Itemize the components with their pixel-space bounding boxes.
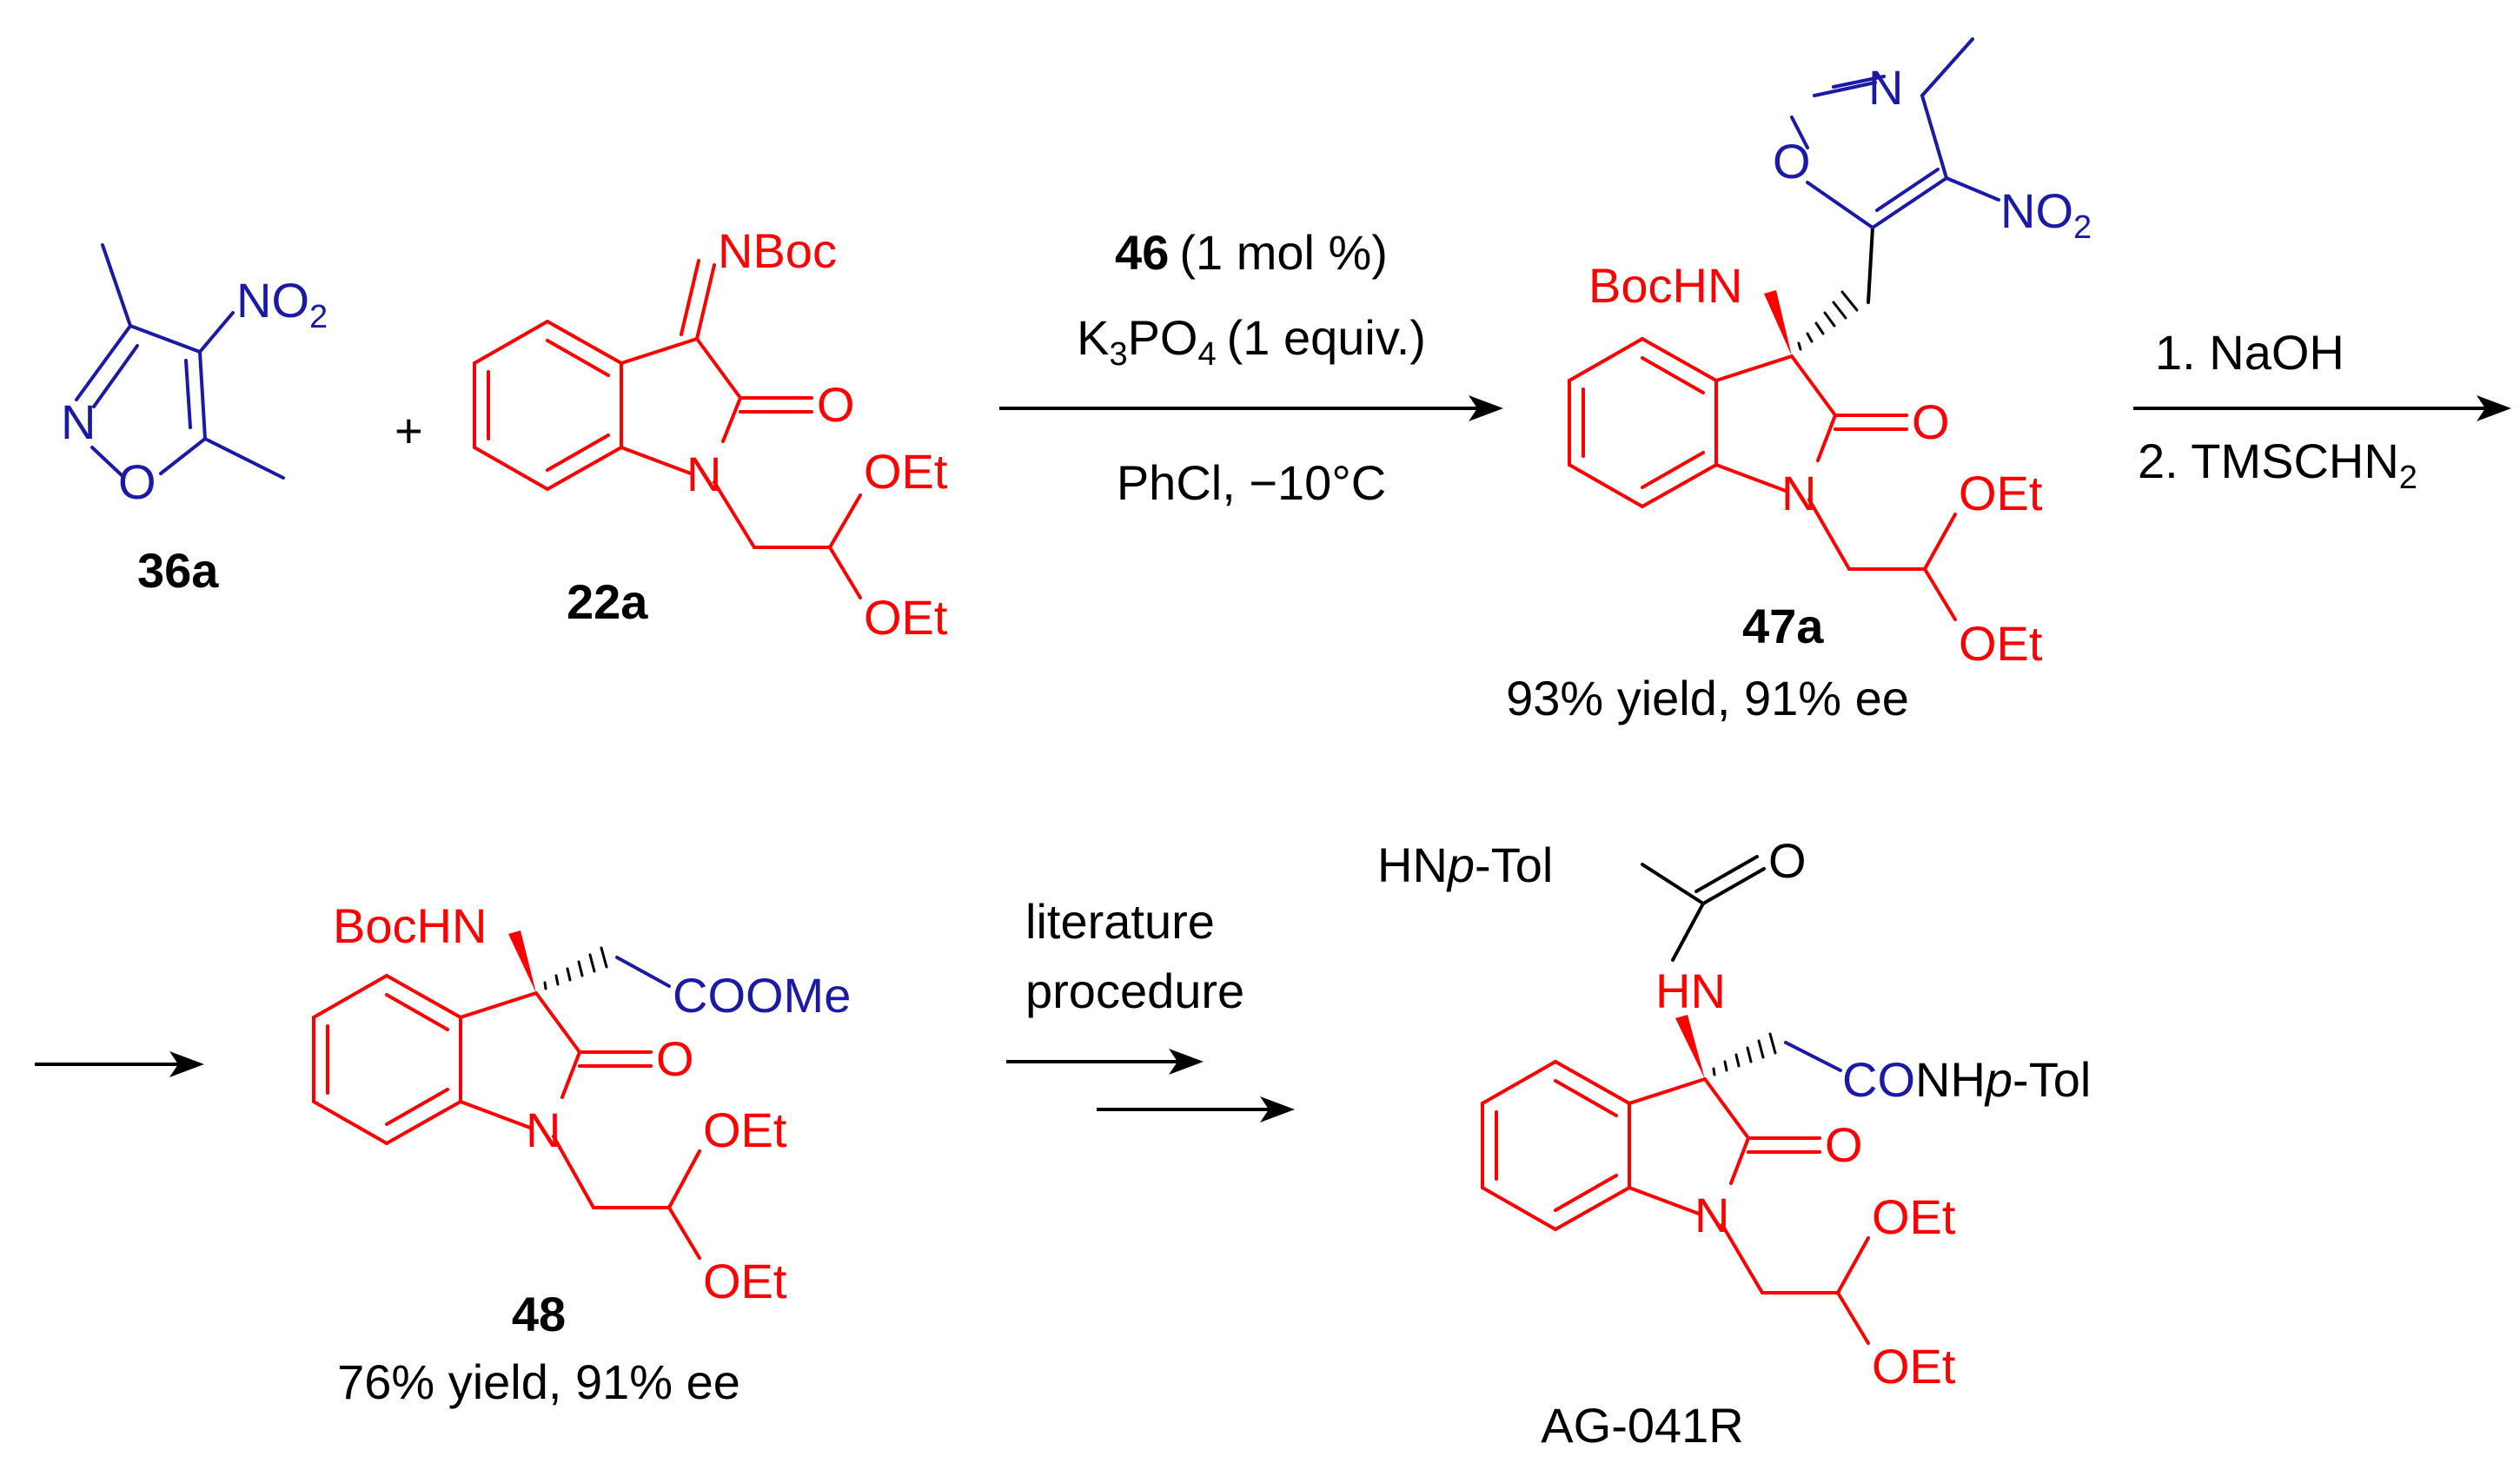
- step2-arrow: [2133, 395, 2511, 421]
- urea-o: O: [1768, 833, 1807, 888]
- atom-hn: HN: [1655, 963, 1726, 1018]
- yield-47a: 93% yield, 91% ee: [1506, 671, 1909, 725]
- nitro-group: NO2: [236, 273, 328, 335]
- nitro-group: NO2: [2000, 183, 2092, 246]
- compound-22a: NBoc O N OEt OEt 22a: [473, 223, 948, 645]
- iso-atom-o: O: [1773, 134, 1811, 189]
- atom-oet-1: OEt: [1959, 466, 2043, 520]
- wedge-bond: [1675, 1015, 1705, 1079]
- oxindole-core-bonds: [473, 259, 862, 599]
- step3-arrow-1: [1006, 1049, 1204, 1075]
- isoxazole-ring-bonds: [1790, 37, 2000, 229]
- amide-bond: [1784, 1041, 1842, 1072]
- compound-label-48: 48: [512, 1287, 566, 1341]
- step2-line1: 1. NaOH: [2155, 325, 2344, 380]
- step3-line2: procedure: [1025, 963, 1244, 1018]
- ester-bond: [615, 956, 671, 988]
- compound-label-ag041r: AG-041R: [1541, 1398, 1743, 1453]
- atom-carbonyl-o: O: [1825, 1117, 1863, 1172]
- atom-oet-1: OEt: [1872, 1189, 1956, 1244]
- hashed-bond: [1797, 290, 1859, 351]
- atom-bochn: BocHN: [333, 898, 487, 953]
- wedge-bond: [1764, 290, 1792, 356]
- atom-oet-1: OEt: [864, 444, 948, 499]
- oxindole-core-bonds: [1481, 1060, 1870, 1345]
- atom-carbonyl-o: O: [1912, 394, 1950, 449]
- oxindole-core-bonds: [1568, 337, 1957, 621]
- step3-line1: literature: [1025, 894, 1215, 949]
- atom-n: N: [61, 394, 96, 449]
- atom-n: N: [526, 1102, 560, 1157]
- iso-atom-n: N: [1868, 60, 1903, 115]
- compound-36a: N O NO2 36a: [61, 243, 328, 598]
- atom-n: N: [1694, 1188, 1729, 1242]
- atom-carbonyl-o: O: [656, 1031, 694, 1086]
- urea-bonds: [1641, 855, 1766, 962]
- atom-oet-2: OEt: [864, 590, 948, 645]
- urea-nh-tol: HNp-Tol: [1377, 838, 1553, 892]
- atom-n: N: [686, 447, 721, 501]
- step3-arrow-2: [1097, 1096, 1295, 1122]
- ch2-bond: [1867, 226, 1874, 304]
- atom-o: O: [118, 454, 156, 509]
- continuation-arrow: [35, 1051, 204, 1077]
- compound-ag041r: HNp-Tol O HN CONHp-Tol O N OEt OEt AG-04…: [1377, 833, 2091, 1453]
- atom-oet-2: OEt: [703, 1254, 787, 1308]
- atom-n: N: [1781, 466, 1816, 520]
- hashed-bond: [1712, 1032, 1777, 1076]
- isoxazole-ring-bonds: [75, 243, 285, 480]
- base-text: K3PO4(1 equiv.): [1077, 310, 1426, 373]
- conditions-text: PhCl, −10°C: [1117, 455, 1386, 510]
- compound-label-47a: 47a: [1742, 599, 1824, 653]
- compound-47a: N O NO2 BocHN O N OEt OEt 47a 93% yield,…: [1506, 37, 2092, 725]
- atom-bochn: BocHN: [1588, 258, 1742, 313]
- hashed-bond: [543, 946, 608, 990]
- catalyst-text: 46(1 mol %): [1115, 225, 1388, 280]
- atom-oet-2: OEt: [1872, 1339, 1956, 1394]
- atom-oet-1: OEt: [703, 1102, 787, 1157]
- atom-carbonyl-o: O: [817, 377, 855, 432]
- plus-sign: +: [395, 403, 423, 458]
- wedge-bond: [508, 930, 536, 993]
- atom-nboc: NBoc: [718, 223, 837, 278]
- amide-co: CONHp-Tol: [1842, 1052, 2091, 1107]
- atom-oet-2: OEt: [1959, 616, 2043, 671]
- ester-group: COOMe: [673, 968, 851, 1023]
- step1-arrow: [999, 395, 1503, 421]
- compound-label-22a: 22a: [567, 574, 648, 629]
- step2-line2: 2. TMSCHN2: [2138, 434, 2417, 496]
- compound-label-36a: 36a: [137, 543, 219, 598]
- yield-48: 76% yield, 91% ee: [337, 1354, 740, 1409]
- oxindole-core-bonds: [312, 974, 701, 1260]
- compound-48: BocHN COOMe O N OEt OEt 48 76% yield, 91…: [312, 898, 851, 1409]
